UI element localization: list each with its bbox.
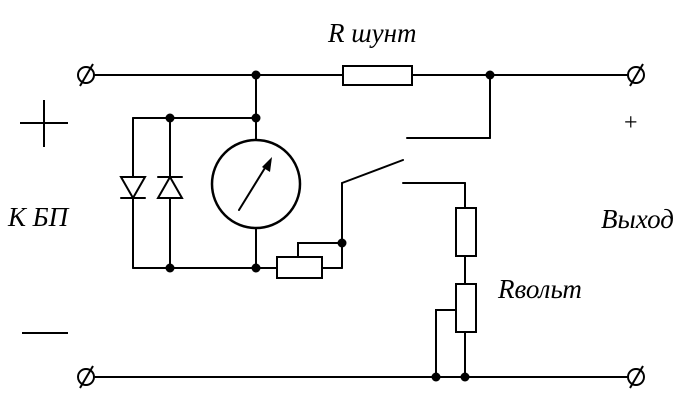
diode-icon — [156, 174, 184, 199]
junction-nodes — [165, 70, 495, 382]
output-plus-label: + — [624, 110, 638, 136]
output-label: Выход — [601, 204, 674, 234]
shunt-resistor-label: R шунт — [327, 18, 417, 48]
terminal-bottom-right — [627, 365, 645, 389]
diode-icon — [119, 176, 147, 201]
terminal-bottom-left — [77, 365, 95, 389]
power-supply-input-label: К БП — [7, 202, 70, 232]
ammeter-dial-icon — [210, 138, 302, 230]
terminal-top-right — [627, 63, 645, 87]
plus-sign-icon — [20, 100, 68, 147]
terminal-top-left — [77, 63, 95, 87]
trimmer-resistor — [276, 242, 343, 279]
voltmeter-resistor — [435, 207, 477, 378]
shunt-resistor — [342, 65, 413, 86]
voltmeter-resistor-label: Rвольт — [497, 274, 582, 304]
toggle-switch-icon — [341, 74, 491, 244]
